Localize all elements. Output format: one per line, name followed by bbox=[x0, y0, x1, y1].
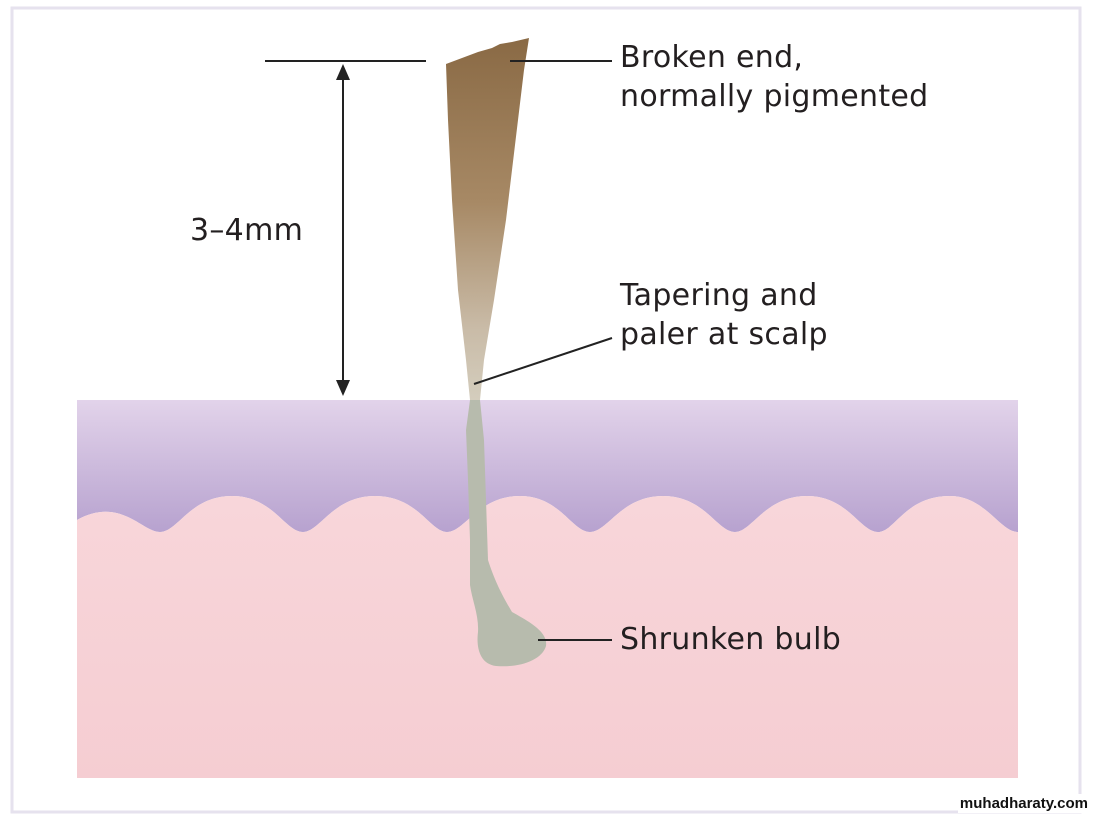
label-broken-end: Broken end, normally pigmented bbox=[620, 38, 929, 116]
arrow-head-up bbox=[336, 64, 350, 80]
leader-tapering bbox=[473, 337, 613, 385]
label-tapering-line2: paler at scalp bbox=[620, 317, 828, 352]
hair-root bbox=[466, 400, 547, 667]
label-shrunken-bulb: Shrunken bulb bbox=[620, 620, 841, 659]
label-measurement: 3–4mm bbox=[190, 211, 303, 250]
dermis-layer bbox=[77, 496, 1018, 778]
label-tapering-line1: Tapering and bbox=[620, 278, 818, 313]
watermark: muhadharaty.com bbox=[957, 794, 1090, 813]
label-broken-end-line1: Broken end, bbox=[620, 40, 804, 75]
label-tapering: Tapering and paler at scalp bbox=[620, 276, 828, 354]
hair-shaft bbox=[446, 38, 529, 400]
label-shrunken-bulb-text: Shrunken bulb bbox=[620, 622, 842, 657]
epidermis-layer bbox=[77, 400, 1018, 532]
label-broken-end-line2: normally pigmented bbox=[620, 79, 929, 114]
label-measurement-text: 3–4mm bbox=[190, 213, 304, 248]
arrow-head-down bbox=[336, 380, 350, 396]
